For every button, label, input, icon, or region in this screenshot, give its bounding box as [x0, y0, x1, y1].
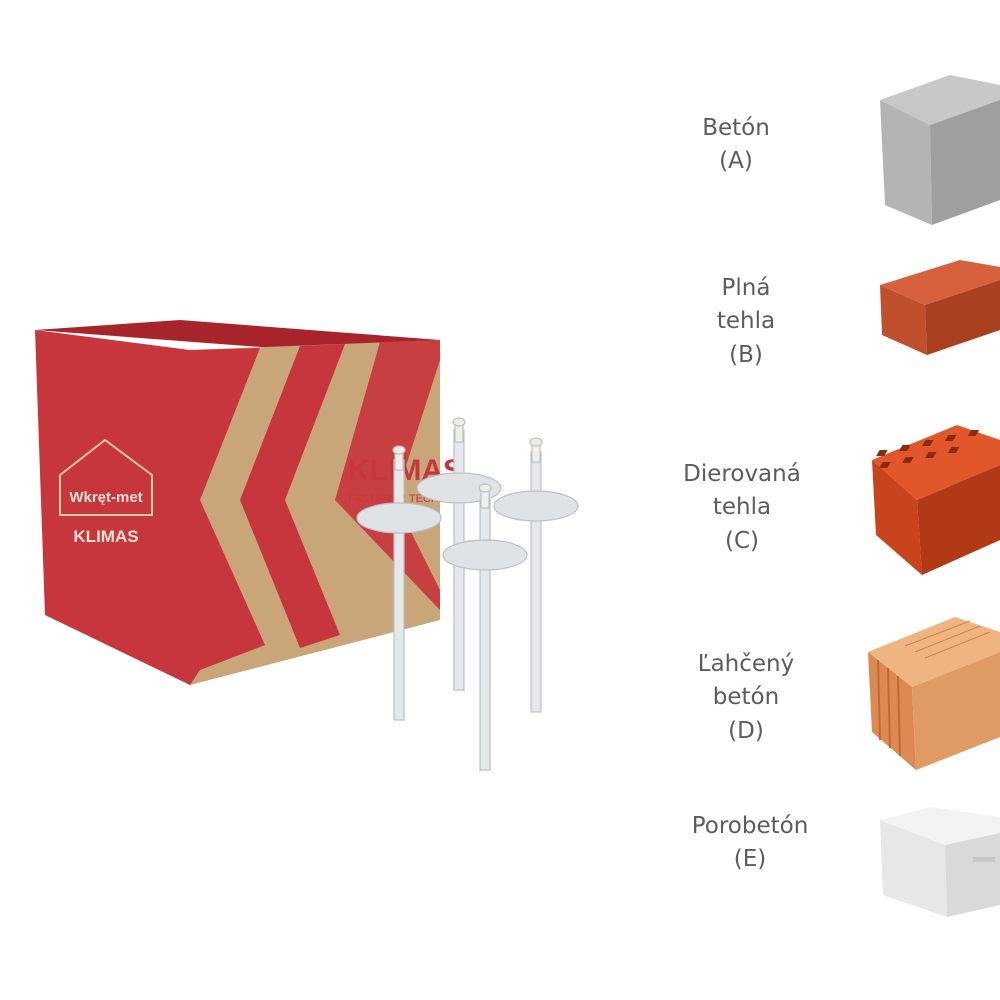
anchor-box-illustration: Wkręt-met KLIMAS KLIMAS FASTENER TECHNOL…: [35, 320, 579, 771]
concrete-block-image: [880, 75, 1000, 225]
box-front-face: [35, 330, 190, 685]
solid-brick-image: [880, 260, 1000, 355]
anchor-1: [356, 445, 442, 721]
lightweight-concrete-block-image: [868, 617, 1000, 770]
anchor-4: [442, 483, 528, 771]
anchor-3: [493, 437, 579, 713]
material-label-b: Plná tehla (B): [716, 275, 776, 368]
material-label-c: Dierovaná tehla (C): [683, 461, 801, 554]
material-label-a: Betón (A): [702, 115, 770, 175]
product-image: Wkręt-met KLIMAS KLIMAS FASTENER TECHNOL…: [0, 170, 640, 790]
material-label-e: Porobetón (E): [691, 813, 809, 873]
hollow-brick-image: [872, 425, 1000, 575]
box-logo-sub: KLIMAS: [73, 527, 138, 546]
material-label-d: Ľahčený betón (D): [697, 651, 795, 744]
aerated-concrete-block-image: [880, 807, 1000, 917]
box-logo-brand: Wkręt-met: [69, 489, 142, 506]
